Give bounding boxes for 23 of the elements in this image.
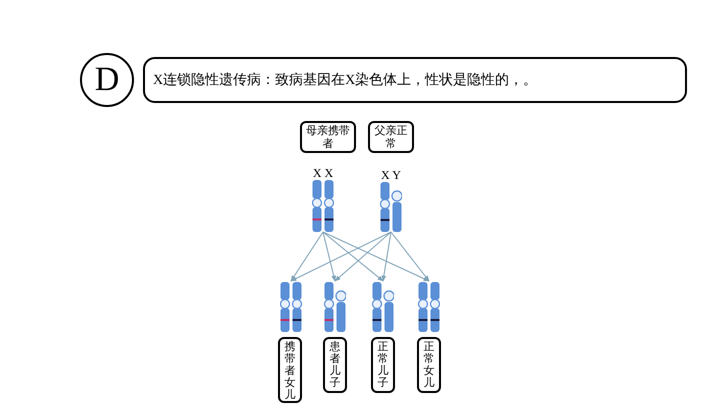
arrow [322, 232, 336, 282]
arrow [334, 232, 392, 282]
arrow [290, 232, 392, 282]
child-tag: 正常儿子 [371, 337, 395, 393]
title-box: X连锁隐性遗传病：致病基因在X染色体上，性状是隐性的，。 [143, 57, 687, 103]
child-tag: 患者儿子 [323, 337, 347, 393]
chromosome-drawing [324, 282, 346, 332]
arrow [322, 232, 430, 282]
chromosome-drawing [418, 282, 440, 332]
chromosome-drawing [380, 182, 402, 232]
arrow [390, 232, 430, 282]
arrow [322, 232, 384, 282]
child-tag: 携带者女儿 [278, 337, 302, 403]
arrow [382, 232, 392, 282]
chromosome-label: X X [312, 167, 334, 179]
parent-tag: 父亲正常 [368, 121, 414, 153]
child-tag: 正常女儿 [417, 337, 441, 393]
chromosome-label: X Y [380, 169, 402, 181]
chromosome-drawing [372, 282, 394, 332]
parent-tag: 母亲携带者 [300, 121, 356, 153]
chromosome-drawing [280, 282, 302, 332]
chromosome-drawing [312, 180, 334, 232]
arrow [290, 232, 324, 282]
